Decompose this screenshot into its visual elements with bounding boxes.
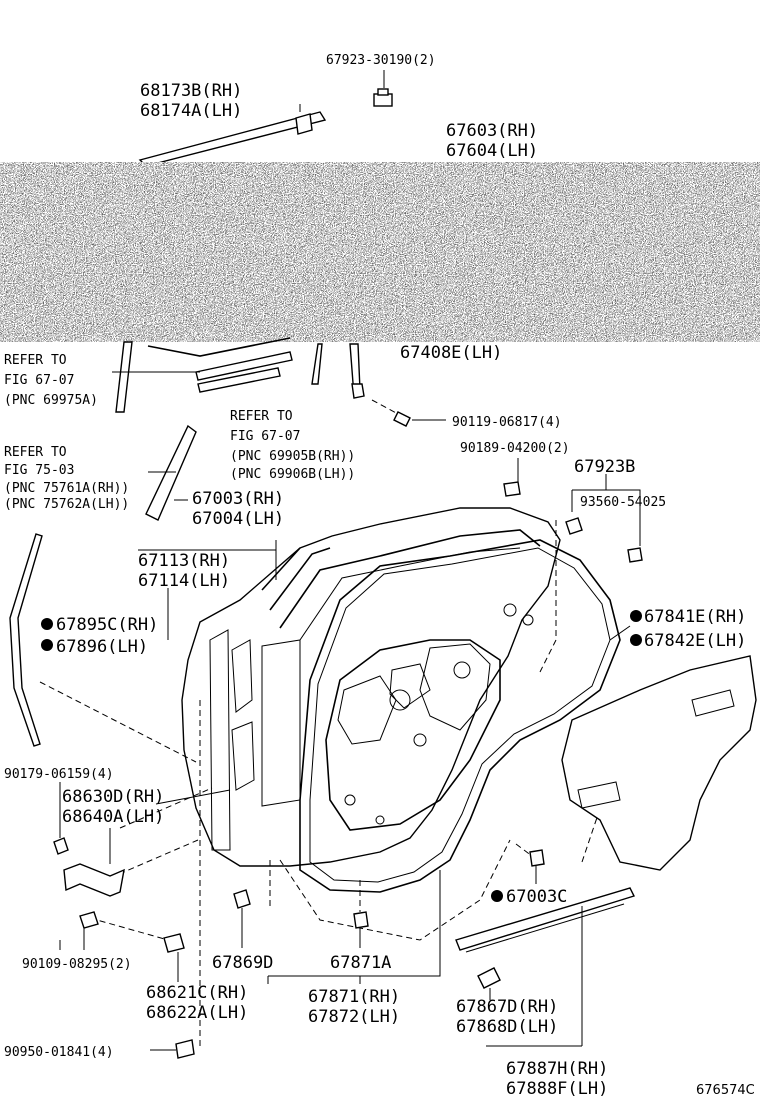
label-refer1-c: (PNC 69975A) xyxy=(4,393,98,408)
label-67923-30190: 67923-30190(2) xyxy=(326,53,436,68)
rear-door-panel xyxy=(181,507,561,867)
label-68622A: 68622A(LH) xyxy=(146,1003,248,1023)
label-67003: 67003(RH) xyxy=(192,489,284,509)
label-68621C: 68621C(RH) xyxy=(146,983,248,1003)
label-67004: 67004(LH) xyxy=(192,509,284,529)
obscured-noise-band xyxy=(0,162,760,342)
service-hole-cover xyxy=(561,655,757,871)
label-67604: 67604(LH) xyxy=(446,141,538,161)
label-67842E: 67842E(LH) xyxy=(644,631,746,651)
clip-90189 xyxy=(503,458,521,497)
pillar-garnish xyxy=(145,424,197,521)
label-67408E: 67408E(LH) xyxy=(400,343,502,363)
label-90179: 90179-06159(4) xyxy=(4,767,114,782)
label-67868D: 67868D(LH) xyxy=(456,1017,558,1037)
label-68173B: 68173B(RH) xyxy=(140,81,242,101)
window-channel-left xyxy=(112,337,365,413)
screw-90119 xyxy=(371,399,446,427)
label-67888F: 67888F(LH) xyxy=(506,1079,608,1099)
label-67895C: 67895C(RH) xyxy=(56,615,158,635)
label-67867D: 67867D(RH) xyxy=(456,997,558,1017)
label-67114: 67114(LH) xyxy=(138,571,230,591)
label-67003C: 67003C xyxy=(506,887,567,907)
grommet-67003C xyxy=(529,849,545,884)
label-67871A: 67871A xyxy=(330,953,391,973)
label-90189: 90189-04200(2) xyxy=(460,441,570,456)
label-refer3-c: (PNC 75761A(RH)) xyxy=(4,481,129,496)
bumper-67869D xyxy=(233,889,251,948)
small-clips-left xyxy=(53,782,195,1059)
label-67113: 67113(RH) xyxy=(138,551,230,571)
label-refer2-c: (PNC 69905B(RH)) xyxy=(230,449,355,464)
figure-code: 676574C xyxy=(696,1083,755,1098)
door-frame-moulding xyxy=(9,533,43,747)
label-68630D: 68630D(RH) xyxy=(62,787,164,807)
label-refer1-a: REFER TO xyxy=(4,353,67,368)
label-refer2-b: FIG 67-07 xyxy=(230,429,300,444)
label-67871: 67871(RH) xyxy=(308,987,400,1007)
bullet-markers xyxy=(41,610,642,902)
door-weatherstrip xyxy=(299,539,621,893)
label-refer3-b: FIG 75-03 xyxy=(4,463,74,478)
bracket-67923B xyxy=(565,474,643,563)
label-67603: 67603(RH) xyxy=(446,121,538,141)
weatherstrip-leader xyxy=(267,870,441,984)
label-67872: 67872(LH) xyxy=(308,1007,400,1027)
label-refer1-b: FIG 67-07 xyxy=(4,373,74,388)
label-90109: 90109-08295(2) xyxy=(22,957,132,972)
label-refer2-a: REFER TO xyxy=(230,409,293,424)
label-68174A: 68174A(LH) xyxy=(140,101,242,121)
clip-67867D xyxy=(477,967,501,1000)
lower-belt-garnish xyxy=(455,887,635,1047)
label-refer2-d: (PNC 69906B(LH)) xyxy=(230,467,355,482)
clip-67871A xyxy=(353,911,369,948)
label-67896: 67896(LH) xyxy=(56,637,148,657)
label-67923B: 67923B xyxy=(574,457,635,477)
label-67841E: 67841E(RH) xyxy=(644,607,746,627)
label-90950: 90950-01841(4) xyxy=(4,1045,114,1060)
label-67887H: 67887H(RH) xyxy=(506,1059,608,1079)
label-refer3-a: REFER TO xyxy=(4,445,67,460)
label-leaders xyxy=(59,70,631,950)
clip-67923-30190 xyxy=(373,88,393,107)
label-67869D: 67869D xyxy=(212,953,273,973)
label-refer3-d: (PNC 75762A(LH)) xyxy=(4,497,129,512)
label-68640A: 68640A(LH) xyxy=(62,807,164,827)
label-93560: 93560-54025 xyxy=(580,495,666,510)
label-90119: 90119-06817(4) xyxy=(452,415,562,430)
